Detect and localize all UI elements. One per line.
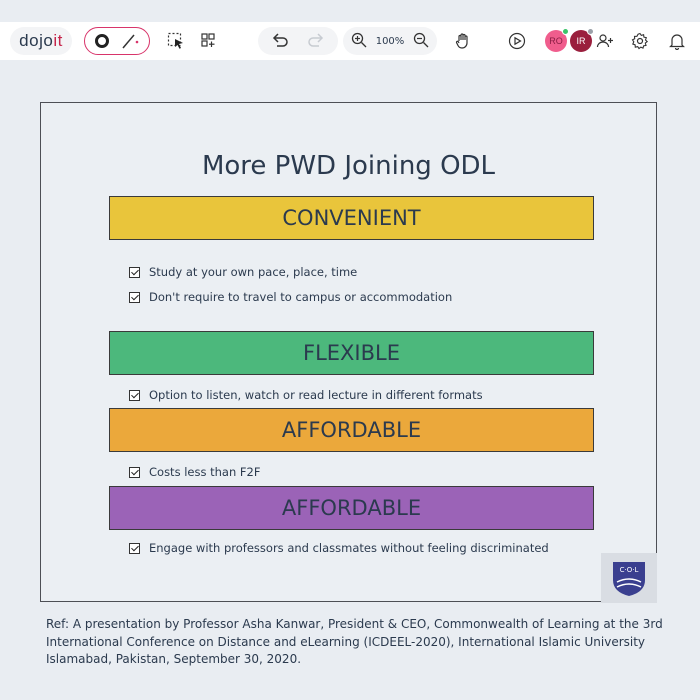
col-logo-text: C·O·L [620,566,639,574]
settings-gear-icon[interactable] [629,30,651,52]
hand-pan-icon[interactable] [452,30,474,52]
zoom-level[interactable]: 100% [375,35,405,47]
present-play-icon[interactable] [506,30,528,52]
checkbox-icon [129,542,140,554]
zoom-out-icon[interactable] [413,32,429,51]
list-item-text: Don't require to travel to campus or acc… [149,290,453,304]
slide-title: More PWD Joining ODL [201,151,496,181]
avatar-ro[interactable]: RO [545,28,569,52]
checkbox-icon [129,466,140,478]
zoom-in-icon[interactable] [351,32,367,51]
online-status-icon [562,28,569,35]
away-status-icon [587,28,594,35]
list-item: Option to listen, watch or read lecture … [129,388,483,402]
checkbox-icon [129,266,140,278]
logo-accent: it [53,31,63,50]
list-item: Engage with professors and classmates wi… [129,541,549,555]
undo-icon[interactable] [269,30,291,52]
list-item-text: Study at your own pace, place, time [149,265,358,279]
reference-text: Ref: A presentation by Professor Asha Ka… [46,617,663,666]
notifications-bell-icon[interactable] [666,30,688,52]
drawing-tools-group [84,27,150,55]
pen-tool-icon[interactable] [121,32,139,50]
avatar-ir[interactable]: IR [570,28,594,52]
section-heading-convenient: CONVENIENT [109,196,594,240]
checkbox-icon [129,389,140,401]
slide-canvas[interactable]: More PWD Joining ODL CONVENIENT Study at… [40,102,657,603]
avatar-ir-initials: IR [576,36,586,46]
col-logo: C·O·L [601,553,657,603]
avatar-ro-initials: RO [549,36,563,46]
list-item-text: Costs less than F2F [149,465,261,479]
shape-tool-icon[interactable] [95,34,109,48]
redo-icon[interactable] [305,30,327,52]
add-user-icon[interactable] [594,30,616,52]
list-item: Study at your own pace, place, time [129,265,357,279]
add-widget-icon[interactable] [199,30,221,52]
zoom-controls: 100% [343,27,437,55]
checkbox-icon [129,291,140,303]
section-heading-flexible: FLEXIBLE [109,331,594,375]
undo-redo-group [258,27,338,55]
logo-main: dojo [19,31,54,50]
section-heading-affordable-2: AFFORDABLE [109,486,594,530]
list-item: Costs less than F2F [129,465,260,479]
list-item-text: Engage with professors and classmates wi… [149,541,549,555]
select-tool-icon[interactable] [165,30,187,52]
list-item-text: Option to listen, watch or read lecture … [149,388,483,402]
list-item: Don't require to travel to campus or acc… [129,290,452,304]
section-heading-affordable: AFFORDABLE [109,408,594,452]
